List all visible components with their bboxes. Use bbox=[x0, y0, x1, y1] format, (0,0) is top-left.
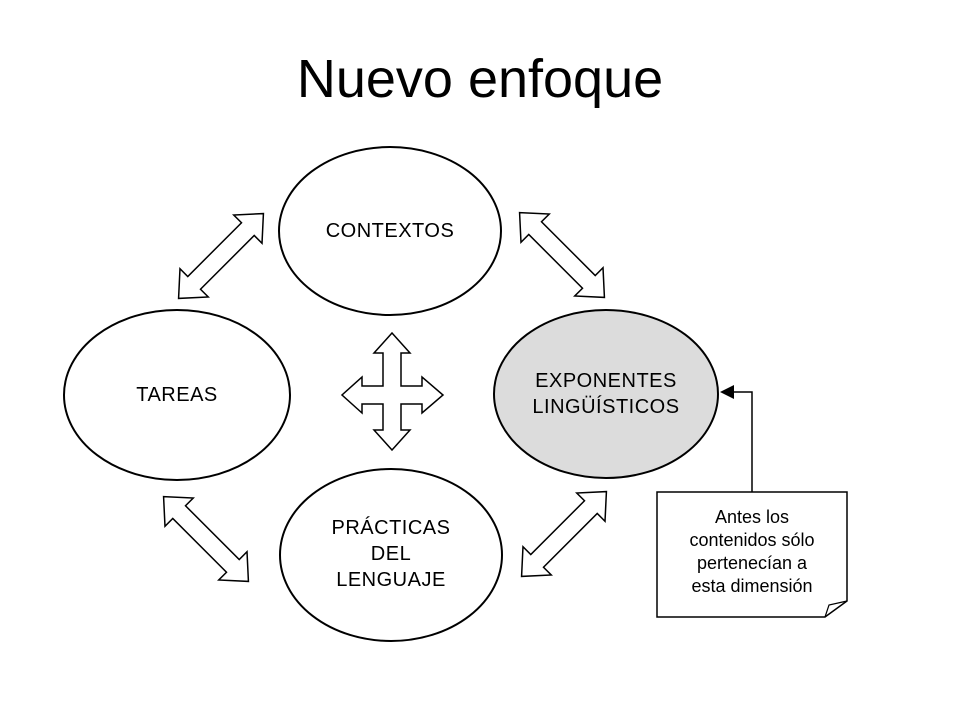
node-exponentes bbox=[493, 309, 719, 479]
node-tareas-label: TAREAS bbox=[67, 382, 287, 408]
page-title: Nuevo enfoque bbox=[296, 49, 664, 109]
practicas-line-1: PRÁCTICAS bbox=[331, 517, 451, 539]
practicas-line-3: LENGUAJE bbox=[336, 569, 446, 591]
note-text: Antes los contenidos sólo pertenecían a … bbox=[657, 506, 847, 598]
note-connector-line bbox=[733, 391, 753, 492]
note-line-2: contenidos sólo bbox=[689, 530, 815, 550]
four-way-arrow bbox=[340, 331, 445, 452]
note-fold bbox=[824, 600, 848, 618]
note-connector-arrowhead bbox=[720, 385, 734, 399]
practicas-line-2: DEL bbox=[370, 543, 412, 565]
note-line-1: Antes los bbox=[714, 507, 790, 527]
note-box bbox=[656, 491, 848, 618]
double-arrow-tareas-practicas bbox=[162, 495, 250, 583]
node-exponentes-label: EXPONENTES LINGÜÍSTICOS bbox=[496, 368, 716, 420]
contextos-text: CONTEXTOS bbox=[325, 220, 455, 242]
exponentes-line-1: EXPONENTES bbox=[535, 370, 677, 392]
node-contextos bbox=[278, 146, 502, 316]
node-practicas-label: PRÁCTICAS DEL LENGUAJE bbox=[281, 515, 501, 593]
exponentes-line-2: LINGÜÍSTICOS bbox=[532, 396, 680, 418]
double-arrow-contextos-exponentes bbox=[518, 211, 606, 299]
node-contextos-label: CONTEXTOS bbox=[280, 218, 500, 244]
node-tareas bbox=[63, 309, 291, 481]
node-practicas bbox=[279, 468, 503, 642]
note-line-4: esta dimensión bbox=[691, 576, 813, 596]
double-arrow-practicas-exponentes bbox=[520, 490, 608, 578]
note-line-3: pertenecían a bbox=[696, 553, 808, 573]
double-arrow-tareas-contextos bbox=[177, 212, 265, 300]
tareas-text: TAREAS bbox=[136, 384, 218, 406]
